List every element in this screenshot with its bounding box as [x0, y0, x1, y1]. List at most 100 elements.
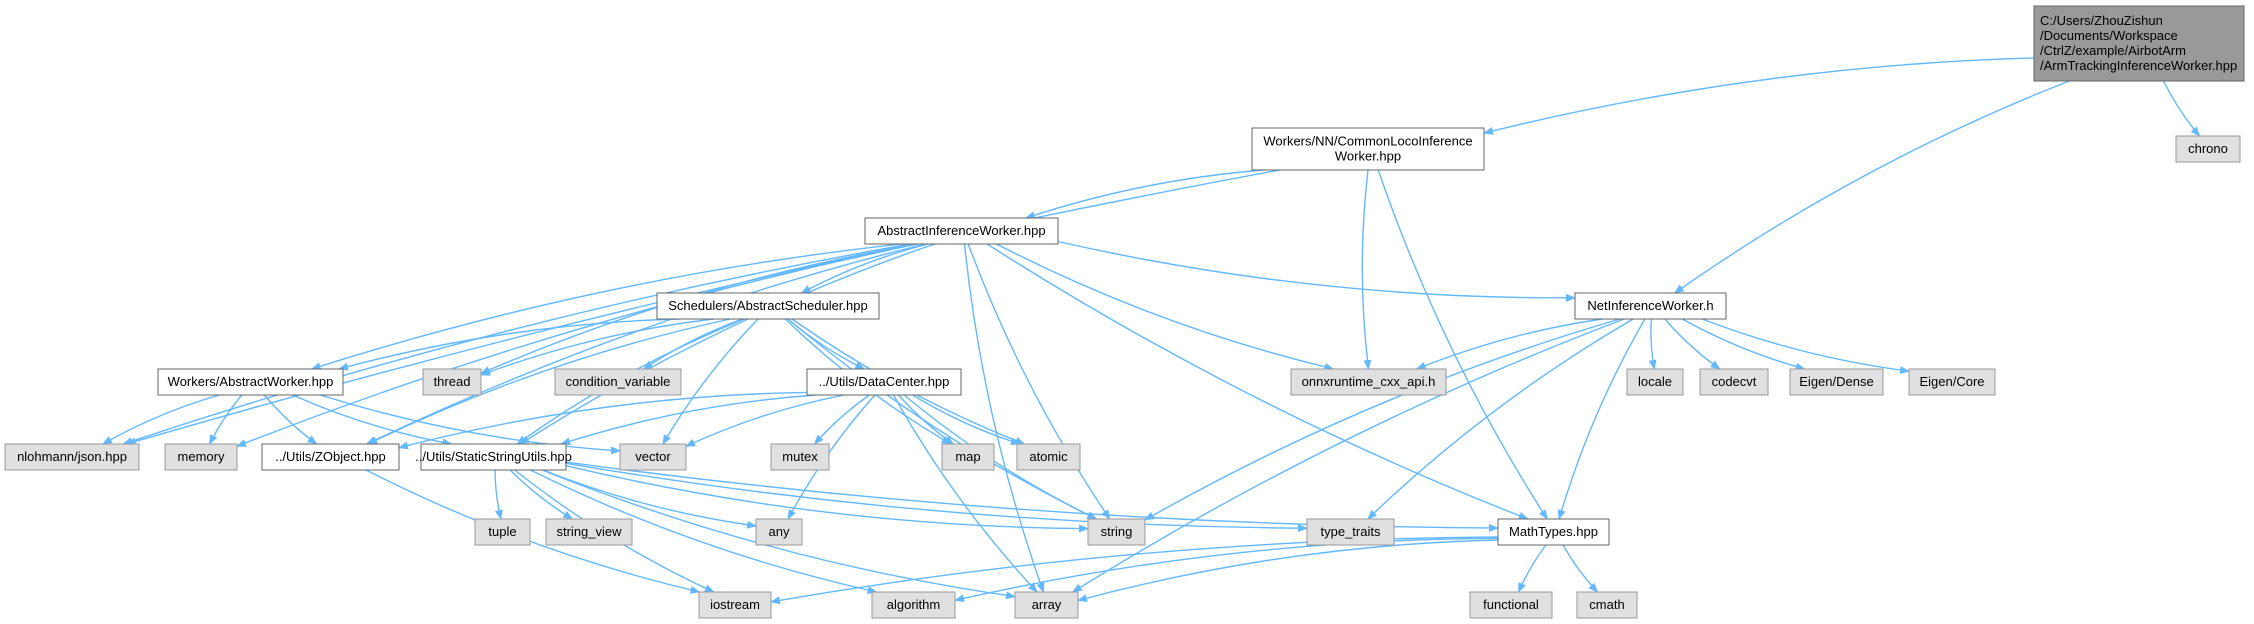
node-label: locale: [1638, 374, 1672, 389]
node-eigen_dense: Eigen/Dense: [1789, 368, 1884, 396]
node-locale: locale: [1626, 368, 1684, 396]
node-label: ../Utils/StaticStringUtils.hpp: [415, 449, 572, 464]
edge-common-to-onnx: [1361, 169, 1372, 370]
node-label: /Documents/Workspace: [2040, 28, 2178, 43]
dependency-edges: [102, 57, 2201, 605]
node-label: MathTypes.hpp: [1509, 524, 1598, 539]
node-abstract_inf[interactable]: AbstractInferenceWorker.hpp: [864, 217, 1059, 245]
node-mathtypes[interactable]: MathTypes.hpp: [1497, 518, 1610, 546]
node-cmath: cmath: [1576, 591, 1638, 619]
node-box: [157, 368, 344, 396]
node-root[interactable]: C:/Users/ZhouZishun/Documents/Workspace/…: [2033, 5, 2245, 82]
edge-abstract_inf-to-json: [122, 243, 911, 445]
node-label: thread: [434, 374, 471, 389]
node-label: nlohmann/json.hpp: [17, 449, 127, 464]
node-box: [420, 443, 567, 471]
node-label: ../Utils/ZObject.hpp: [275, 449, 386, 464]
edge-root-to-chrono: [2162, 80, 2201, 137]
node-label: any: [769, 524, 790, 539]
node-tuple: tuple: [474, 518, 531, 546]
edge-net_inf-to-mathtypes: [1557, 318, 1646, 520]
edge-mathtypes-to-functional: [1517, 544, 1547, 593]
edge-abs_worker-to-staticstr: [292, 394, 453, 447]
node-net_inf[interactable]: NetInferenceWorker.h: [1574, 292, 1727, 320]
edge-datacenter-to-vector: [685, 394, 845, 447]
node-label: functional: [1483, 597, 1539, 612]
edge-abstract_inf-to-abs_worker: [310, 243, 901, 371]
node-staticstr[interactable]: ../Utils/StaticStringUtils.hpp: [415, 443, 572, 471]
node-box: [656, 292, 880, 320]
edge-staticstr-to-algorithm: [530, 469, 878, 594]
node-box: [1789, 368, 1884, 396]
node-box: [545, 518, 633, 546]
node-memory: memory: [164, 443, 238, 471]
node-array: array: [1014, 591, 1079, 619]
node-algorithm: algorithm: [871, 591, 956, 619]
node-box: [698, 591, 772, 619]
node-condvar: condition_variable: [554, 368, 682, 396]
edge-mathtypes-to-cmath: [1562, 544, 1599, 593]
edge-mathtypes-to-algorithm: [954, 537, 1499, 603]
edge-abstract_inf-to-array: [963, 243, 1045, 593]
node-onnx: onnxruntime_cxx_api.h: [1290, 368, 1447, 396]
node-label: C:/Users/ZhouZishun: [2040, 13, 2163, 28]
edge-datacenter-to-map: [898, 394, 955, 445]
edge-common-to-abstract_inf: [1024, 169, 1264, 219]
node-label: iostream: [710, 597, 760, 612]
node-box: [474, 518, 531, 546]
edge-abstract_inf-to-sched: [800, 243, 929, 294]
edge-net_inf-to-eigen_dense: [1681, 318, 1806, 371]
edge-sched-to-condvar: [642, 318, 743, 370]
node-label: onnxruntime_cxx_api.h: [1302, 374, 1436, 389]
node-label: Workers/NN/CommonLocoInference: [1263, 134, 1472, 149]
edge-common-to-mathtypes: [1377, 169, 1548, 520]
node-codecvt: codecvt: [1699, 368, 1769, 396]
node-box: [1087, 518, 1146, 546]
edge-abstract_inf-to-string: [967, 243, 1111, 520]
edge-root-to-net_inf: [1673, 80, 2070, 294]
edge-staticstr-to-string: [565, 465, 1089, 533]
node-box: [1908, 368, 1996, 396]
node-box: [4, 443, 140, 471]
edge-abs_worker-to-vector: [320, 394, 621, 455]
node-box: [619, 443, 687, 471]
node-box: [2033, 5, 2245, 82]
edge-root-to-common: [1483, 57, 2035, 135]
edge-abs_worker-to-memory: [208, 394, 243, 445]
edge-datacenter-to-array: [892, 394, 1038, 593]
node-label: Worker.hpp: [1335, 149, 1401, 164]
edge-staticstr-to-array: [541, 469, 1016, 600]
edge-net_inf-to-codecvt: [1664, 318, 1721, 370]
edge-staticstr-to-string_view: [509, 469, 574, 520]
node-json: nlohmann/json.hpp: [4, 443, 140, 471]
node-box: [1576, 591, 1638, 619]
node-abs_worker[interactable]: Workers/AbstractWorker.hpp: [157, 368, 344, 396]
node-label: Schedulers/AbstractScheduler.hpp: [668, 298, 867, 313]
node-sched[interactable]: Schedulers/AbstractScheduler.hpp: [656, 292, 880, 320]
node-type_traits: type_traits: [1306, 518, 1395, 546]
node-box: [1574, 292, 1727, 320]
node-label: tuple: [488, 524, 516, 539]
node-functional: functional: [1469, 591, 1553, 619]
edge-net_inf-to-type_traits: [1367, 318, 1634, 520]
edge-datacenter-to-staticstr: [560, 394, 817, 446]
node-label: condition_variable: [566, 374, 671, 389]
edge-sched-to-thread: [480, 318, 714, 376]
edge-net_inf-to-eigen_core: [1701, 318, 1910, 375]
edge-abstract_inf-to-onnx: [996, 243, 1335, 371]
node-label: vector: [635, 449, 671, 464]
edge-abs_worker-to-json: [102, 394, 220, 445]
node-atomic: atomic: [1016, 443, 1081, 471]
node-string: string: [1087, 518, 1146, 546]
node-label: Eigen/Dense: [1799, 374, 1873, 389]
node-string_view: string_view: [545, 518, 633, 546]
node-mutex: mutex: [770, 443, 830, 471]
node-box: [1497, 518, 1610, 546]
edge-zobject-to-iostream: [365, 469, 701, 594]
node-box: [1014, 591, 1079, 619]
node-datacenter[interactable]: ../Utils/DataCenter.hpp: [806, 368, 962, 396]
node-zobject[interactable]: ../Utils/ZObject.hpp: [261, 443, 400, 471]
node-box: [164, 443, 238, 471]
node-label: string_view: [556, 524, 622, 539]
